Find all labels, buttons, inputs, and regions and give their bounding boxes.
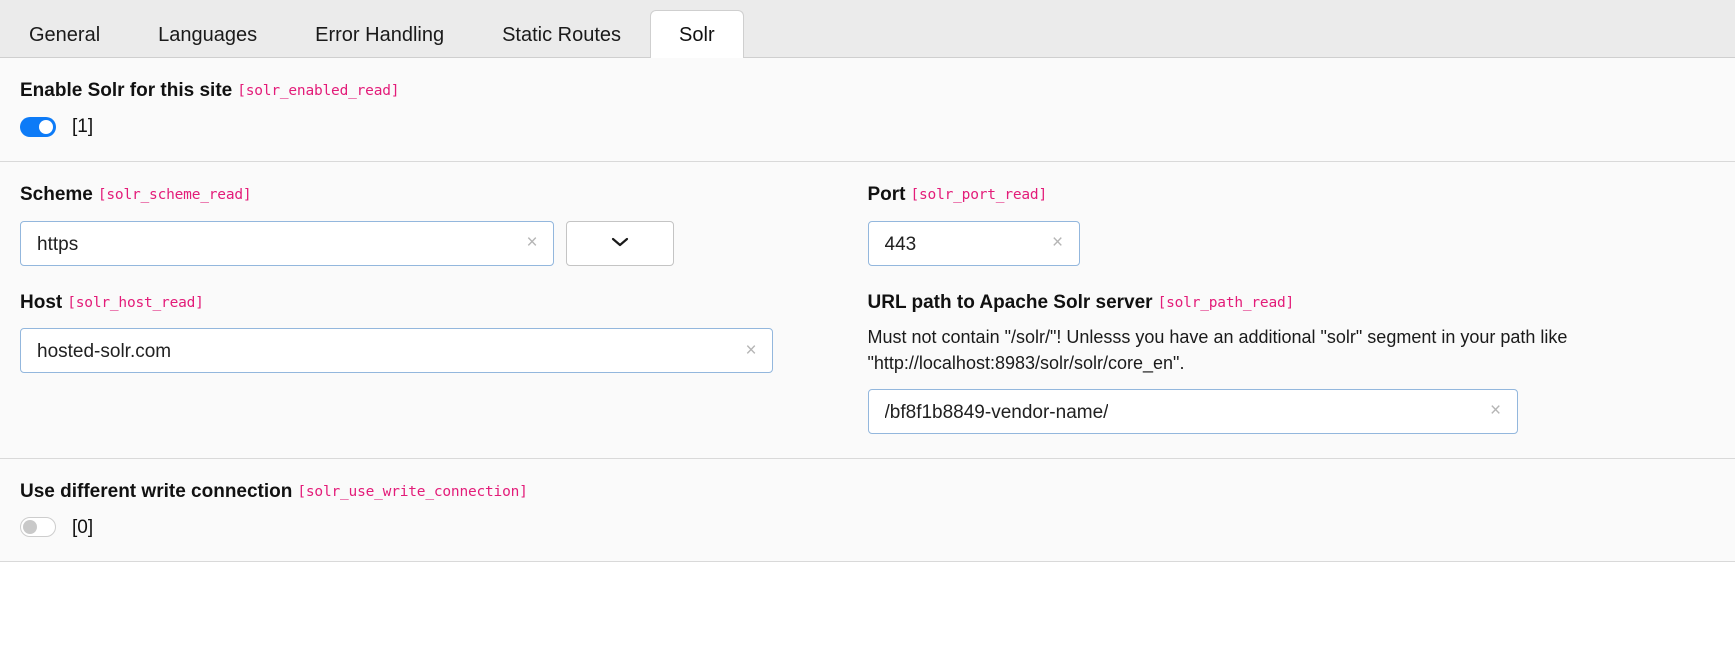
port-input-row: 443 × bbox=[867, 220, 1686, 266]
solr-path-help-text: Must not contain "/solr/"! Unlesss you h… bbox=[867, 327, 1568, 374]
connection-right-column: Port[solr_port_read] 443 × URL path to A… bbox=[867, 184, 1716, 434]
write-connection-toggle[interactable] bbox=[20, 517, 56, 538]
enable-solr-section: Enable Solr for this site[solr_enabled_r… bbox=[0, 58, 1735, 162]
write-connection-label: Use different write connection[solr_use_… bbox=[20, 481, 1715, 504]
enable-solr-toggle[interactable] bbox=[20, 116, 56, 137]
enable-solr-field: Enable Solr for this site[solr_enabled_r… bbox=[20, 80, 1715, 137]
tab-error-handling[interactable]: Error Handling bbox=[315, 24, 445, 46]
solr-path-code-tag: [solr_path_read] bbox=[1157, 294, 1295, 311]
scheme-field: Scheme[solr_scheme_read] https × bbox=[20, 184, 828, 266]
scheme-label-text: Scheme bbox=[20, 183, 93, 205]
port-label: Port[solr_port_read] bbox=[868, 184, 1686, 207]
host-label: Host[solr_host_read] bbox=[20, 292, 828, 315]
settings-tab-bar: General Languages Error Handling Static … bbox=[0, 0, 1735, 58]
solr-path-input-value: /bf8f1b8849-vendor-name/ bbox=[884, 401, 1109, 423]
write-connection-label-text: Use different write connection bbox=[20, 480, 293, 502]
host-code-tag: [solr_host_read] bbox=[67, 294, 204, 311]
toggle-knob-icon bbox=[23, 520, 37, 535]
tab-general[interactable]: General bbox=[29, 24, 101, 46]
solr-path-field: URL path to Apache Solr server[solr_path… bbox=[867, 292, 1686, 434]
host-input-row: hosted-solr.com × bbox=[20, 328, 828, 374]
scheme-input-value: https bbox=[37, 233, 79, 255]
tab-static-routes[interactable]: Static Routes bbox=[502, 24, 622, 46]
tab-languages[interactable]: Languages bbox=[158, 24, 258, 46]
port-clear-icon[interactable]: × bbox=[1051, 232, 1064, 254]
host-label-text: Host bbox=[20, 291, 63, 313]
scheme-clear-icon[interactable]: × bbox=[526, 232, 538, 254]
host-clear-icon[interactable]: × bbox=[745, 339, 757, 361]
write-connection-code-tag: [solr_use_write_connection] bbox=[297, 483, 528, 500]
host-input-value: hosted-solr.com bbox=[37, 341, 172, 363]
enable-solr-label: Enable Solr for this site[solr_enabled_r… bbox=[20, 80, 1715, 103]
enable-solr-toggle-value: [1] bbox=[72, 116, 94, 138]
solr-path-input[interactable]: /bf8f1b8849-vendor-name/ × bbox=[867, 388, 1518, 434]
solr-path-input-row: /bf8f1b8849-vendor-name/ × bbox=[867, 388, 1686, 434]
port-field: Port[solr_port_read] 443 × bbox=[867, 184, 1686, 266]
host-input[interactable]: hosted-solr.com × bbox=[20, 328, 773, 374]
scheme-label: Scheme[solr_scheme_read] bbox=[20, 184, 828, 207]
write-connection-field: Use different write connection[solr_use_… bbox=[20, 481, 1715, 538]
write-connection-toggle-row: [0] bbox=[20, 516, 1715, 538]
enable-solr-toggle-row: [1] bbox=[20, 116, 1715, 138]
solr-path-label: URL path to Apache Solr server[solr_path… bbox=[868, 292, 1686, 315]
chevron-down-icon bbox=[611, 237, 629, 247]
write-connection-toggle-value: [0] bbox=[72, 516, 94, 538]
solr-connection-section: Scheme[solr_scheme_read] https × bbox=[0, 161, 1735, 459]
solr-path-label-text: URL path to Apache Solr server bbox=[867, 291, 1153, 313]
port-label-text: Port bbox=[867, 183, 906, 205]
solr-path-clear-icon[interactable]: × bbox=[1489, 400, 1502, 422]
scheme-input-row: https × bbox=[20, 220, 828, 266]
port-input[interactable]: 443 × bbox=[867, 220, 1080, 266]
host-field: Host[solr_host_read] hosted-solr.com × bbox=[20, 292, 828, 374]
enable-solr-code-tag: [solr_enabled_read] bbox=[237, 83, 400, 99]
port-code-tag: [solr_port_read] bbox=[910, 186, 1048, 203]
scheme-dropdown[interactable] bbox=[566, 220, 674, 266]
connection-left-column: Scheme[solr_scheme_read] https × bbox=[20, 184, 868, 434]
connection-field-grid: Scheme[solr_scheme_read] https × bbox=[20, 184, 1715, 434]
enable-solr-label-text: Enable Solr for this site bbox=[20, 80, 233, 101]
tab-solr[interactable]: Solr bbox=[650, 10, 744, 58]
port-input-value: 443 bbox=[884, 233, 917, 255]
scheme-code-tag: [solr_scheme_read] bbox=[97, 186, 252, 203]
write-connection-section: Use different write connection[solr_use_… bbox=[0, 458, 1735, 563]
scheme-input[interactable]: https × bbox=[20, 220, 554, 266]
toggle-knob-icon bbox=[39, 119, 53, 134]
